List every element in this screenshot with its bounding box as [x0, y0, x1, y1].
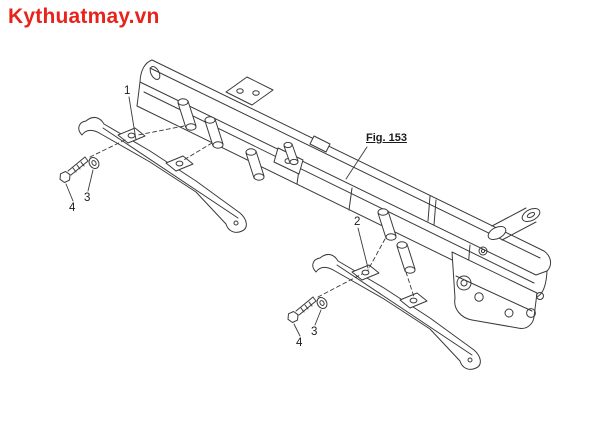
- dash-pin6-to-skid2: [405, 271, 415, 298]
- face-hole-outer: [478, 246, 488, 256]
- beam-step-line-2: [433, 199, 437, 226]
- washer-1: [88, 157, 100, 169]
- callout-leader-lines: [65, 96, 369, 337]
- skid-end-hole: [467, 357, 473, 363]
- bolt-head: [287, 311, 299, 323]
- washer-2: [316, 297, 328, 309]
- callout-part-4-left: 4: [69, 202, 76, 214]
- foot-hole-1: [504, 308, 514, 318]
- beam-top-front-edge: [139, 81, 537, 276]
- dash-bolt1-to-skid1: [89, 138, 128, 158]
- leader-2: [357, 227, 369, 269]
- bolt-1: [59, 156, 89, 183]
- pin-3: [245, 148, 265, 181]
- brand-logo: Kythuatmay.vn: [8, 5, 160, 28]
- mounting-pins: [177, 98, 416, 274]
- pin-5: [377, 208, 397, 241]
- skid-pad-1: [351, 264, 380, 281]
- top-peg: [487, 207, 541, 241]
- leader-4a: [65, 183, 74, 202]
- assembly-dashed-lines: [89, 125, 415, 298]
- skid-band: [78, 116, 247, 233]
- side-boss: [536, 292, 544, 300]
- beam-rib-2: [348, 187, 353, 211]
- skid-thickness-line: [102, 127, 239, 219]
- bolt-head: [59, 171, 71, 183]
- callout-part-3-left: 3: [84, 192, 91, 204]
- callout-part-3-right: 3: [311, 326, 318, 338]
- bolt-2: [287, 296, 317, 323]
- beam-left-cap: [136, 59, 153, 107]
- leader-3b: [314, 309, 322, 326]
- leader-4b: [293, 323, 301, 337]
- leader-3a: [87, 169, 94, 192]
- main-frame-beam: [136, 59, 552, 300]
- dash-pin1-to-skid1: [137, 125, 185, 136]
- beam-right-cap: [535, 250, 552, 276]
- callout-part-1: 1: [124, 85, 131, 97]
- skid-pad-2: [165, 155, 194, 172]
- skid-pad-2-hole: [175, 160, 184, 167]
- skid-thickness-line: [336, 264, 473, 356]
- foot-hole-2: [526, 308, 536, 318]
- beam-groove-top: [149, 67, 541, 259]
- dash-pin5-to-skid2: [367, 238, 386, 271]
- dash-bolt2-to-skid2: [317, 273, 363, 298]
- pin-4: [283, 141, 299, 166]
- lower-block-groove: [455, 275, 533, 312]
- dash-pin2-to-skid1: [181, 142, 213, 162]
- leader-fig: [345, 146, 368, 180]
- skid-rail-1: [78, 116, 247, 233]
- skid-rail-2: [312, 253, 481, 370]
- beam-step-line-1: [427, 195, 431, 222]
- top-lug: [309, 135, 331, 153]
- pin-2: [204, 116, 224, 149]
- skid-end-hole: [233, 220, 239, 226]
- lower-block: [451, 251, 538, 329]
- boss-large-outer: [456, 275, 472, 291]
- skid-pad-2-hole: [409, 297, 418, 304]
- beam-end-peg: [149, 66, 161, 80]
- pin-1: [177, 98, 197, 131]
- leader-1: [128, 96, 137, 141]
- bolt-threads: [300, 301, 313, 313]
- boss-small: [474, 292, 484, 302]
- top-bracket: [225, 76, 274, 106]
- face-hole-inner: [480, 248, 486, 254]
- figure-label: Fig. 153: [366, 132, 407, 144]
- bolt-threads: [72, 161, 85, 173]
- callout-part-4-right: 4: [296, 337, 303, 349]
- pin-6: [396, 241, 416, 274]
- right-end-assembly: [451, 207, 544, 329]
- boss-large-inner: [460, 279, 468, 287]
- callout-part-2: 2: [354, 216, 361, 228]
- beam-top-back-edge: [151, 59, 545, 252]
- skid-band: [312, 253, 481, 370]
- skid-pad-2: [399, 292, 428, 309]
- skid-pad-1-hole: [361, 269, 370, 276]
